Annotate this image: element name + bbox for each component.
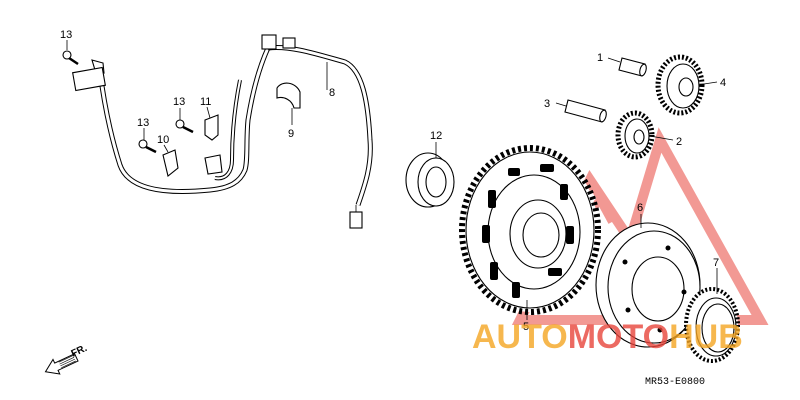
- needle-bearing: [405, 152, 455, 208]
- watermark-part-1: AUTO: [472, 318, 568, 356]
- callout-13-left: 13: [137, 117, 149, 129]
- wire-harness: [72, 34, 373, 229]
- watermark-text: AUTOMOTOHUB: [472, 318, 743, 356]
- callout-10: 10: [157, 134, 169, 146]
- callout-6: 6: [637, 202, 643, 214]
- torque-limiter-plate: [595, 222, 701, 348]
- idle-gear-a: [655, 54, 705, 116]
- callout-1: 1: [597, 52, 603, 64]
- bolt-13-left: [138, 139, 157, 154]
- shaft-1: [618, 57, 647, 77]
- callout-5: 5: [523, 321, 529, 333]
- callout-3: 3: [544, 98, 550, 110]
- leader-lines: [66, 40, 718, 320]
- callout-13-top: 13: [60, 29, 72, 41]
- starter-driven-gear: [459, 145, 601, 315]
- clamp-10: [162, 149, 179, 177]
- callout-2: 2: [676, 136, 682, 148]
- watermark-part-3: HUB: [669, 318, 743, 356]
- arrow-icon: [44, 353, 79, 375]
- callout-8: 8: [329, 87, 335, 99]
- watermark-part-2: MOTO: [568, 318, 669, 356]
- shaft-3: [564, 99, 607, 123]
- guide-9: [276, 82, 301, 109]
- front-direction-indicator: FR.: [44, 343, 89, 375]
- callout-11: 11: [200, 96, 211, 108]
- callout-7: 7: [713, 257, 719, 269]
- one-way-clutch: [684, 287, 740, 363]
- bolt-13-top: [62, 50, 79, 66]
- direction-label: FR.: [70, 343, 89, 360]
- callout-13-mid: 13: [173, 96, 185, 108]
- bolt-13-mid: [175, 119, 194, 134]
- stay-11: [204, 114, 223, 175]
- callout-4: 4: [720, 77, 726, 89]
- callout-9: 9: [288, 128, 294, 140]
- idle-gear-b: [615, 110, 655, 160]
- callout-12: 12: [430, 130, 442, 142]
- diagram-code: MR53-E0800: [645, 377, 705, 388]
- svg-text:AUTOMOTOHUB: AUTOMOTOHUB: [472, 318, 743, 356]
